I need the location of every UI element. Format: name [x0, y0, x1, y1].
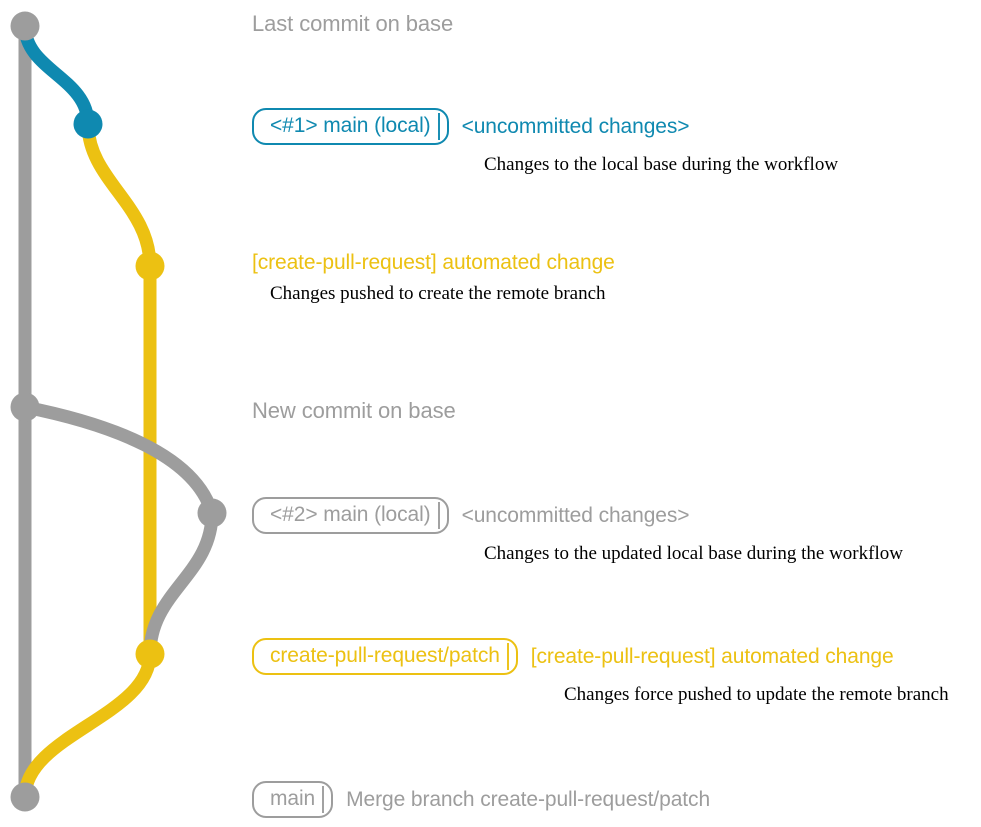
branch-badge-main-local-2[interactable]: <#2> main (local) — [252, 497, 449, 534]
commit-head: main Merge branch create-pull-request/pa… — [252, 781, 710, 818]
commit-subject: [create-pull-request] automated change — [252, 251, 615, 274]
row-new-commit-on-base: New commit on base — [252, 399, 456, 423]
row-patch-commit-2: create-pull-request/patch [create-pull-r… — [252, 638, 949, 705]
row-merge-commit: main Merge branch create-pull-request/pa… — [252, 781, 710, 818]
commit-node-merge[interactable] — [10, 782, 40, 812]
commit-head: [create-pull-request] automated change — [252, 252, 615, 274]
commit-node-patch-2[interactable] — [135, 639, 165, 669]
row-patch-commit-1: [create-pull-request] automated change C… — [252, 252, 615, 304]
commit-head: <#2> main (local) <uncommitted changes> — [252, 497, 903, 534]
commit-head: create-pull-request/patch [create-pull-r… — [252, 638, 949, 675]
commit-head: <#1> main (local) <uncommitted changes> — [252, 108, 838, 145]
branch-badge-main[interactable]: main — [252, 781, 334, 818]
commit-subject: [create-pull-request] automated change — [530, 644, 894, 668]
commit-subject: Merge branch create-pull-request/patch — [346, 787, 711, 811]
commit-node-patch-1[interactable] — [135, 251, 165, 281]
commit-node-local-1[interactable] — [73, 109, 103, 139]
commit-subject: Last commit on base — [252, 11, 454, 36]
commit-node-base-1[interactable] — [10, 11, 40, 41]
row-local-commit-2: <#2> main (local) <uncommitted changes> … — [252, 497, 903, 564]
commit-description: Changes to the updated local base during… — [484, 543, 903, 564]
commit-description: Changes to the local base during the wor… — [484, 154, 839, 175]
commit-node-local-2[interactable] — [197, 498, 227, 528]
edge-local2-to-patch2 — [143, 506, 219, 661]
commit-description: Changes force pushed to update the remot… — [564, 684, 949, 705]
commit-subject: New commit on base — [252, 398, 456, 423]
commit-subject: <uncommitted changes> — [461, 114, 690, 138]
branch-badge-create-pull-request-patch[interactable]: create-pull-request/patch — [252, 638, 518, 675]
commit-description: Changes pushed to create the remote bran… — [270, 283, 606, 304]
commit-node-base-2[interactable] — [10, 392, 40, 422]
edge-base2-to-local2 — [18, 400, 219, 520]
row-local-commit-1: <#1> main (local) <uncommitted changes> … — [252, 108, 838, 175]
branch-badge-main-local-1[interactable]: <#1> main (local) — [252, 108, 449, 145]
edge-local1-to-patch1 — [81, 117, 157, 273]
commit-subject: <uncommitted changes> — [461, 503, 690, 527]
edge-patch2-to-merge — [18, 647, 157, 804]
row-last-commit-on-base: Last commit on base — [252, 12, 453, 36]
